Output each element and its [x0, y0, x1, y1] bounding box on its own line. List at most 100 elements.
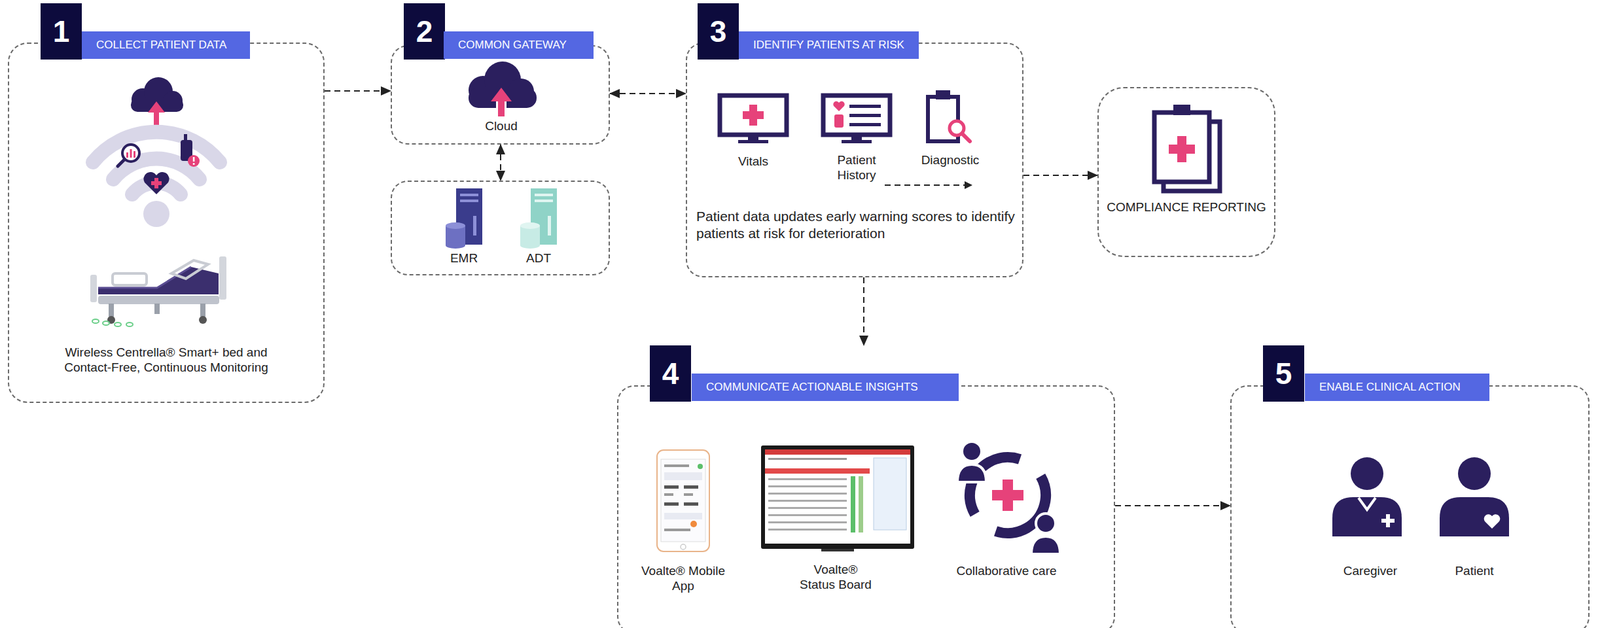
- adt-server: [520, 242, 540, 249]
- status-board: [768, 458, 847, 461]
- hospital-bed: [219, 256, 227, 300]
- node-label: ADT: [512, 251, 565, 267]
- hospital-bed: [112, 273, 147, 286]
- step-box: 4COMMUNICATE ACTIONABLE INSIGHTSVoalte® …: [617, 385, 1116, 628]
- vitals-monitor: [742, 111, 764, 120]
- caregiver-icon: [1332, 497, 1402, 537]
- cloud-arrow: [490, 87, 512, 118]
- mobile-phone: [690, 520, 697, 528]
- node-label: COMPLIANCE REPORTING: [1102, 200, 1271, 216]
- hospital-bed: [154, 303, 160, 315]
- diagnostic-clipboard: [961, 133, 970, 142]
- hospital-bed: [92, 319, 99, 324]
- compliance-clipboards: [1154, 104, 1220, 192]
- emr-server: [445, 222, 466, 230]
- status-board: [821, 549, 854, 552]
- node-label: Patient: [1438, 564, 1511, 580]
- status-board: [858, 476, 864, 533]
- status-board: [768, 528, 847, 531]
- status-board: [768, 492, 847, 495]
- compliance-clipboards: [1168, 144, 1195, 154]
- status-board: [850, 476, 856, 533]
- upload-arrow: [147, 101, 165, 113]
- mobile-phone: [664, 485, 679, 489]
- node-label: Voalte® Status Board: [795, 562, 877, 593]
- sensor-alert-icon: [180, 134, 200, 167]
- hospital-bed: [90, 274, 97, 303]
- history-monitor: [841, 140, 872, 144]
- hospital-bed: [200, 303, 206, 317]
- wifi-dot: [143, 200, 170, 228]
- flow-arrow: [964, 181, 973, 190]
- mobile-phone: [697, 463, 703, 470]
- compliance-clipboards: [1173, 104, 1191, 116]
- sensor-alert-icon: [183, 134, 188, 142]
- node-label: Patient History: [825, 153, 889, 184]
- mobile-phone: [664, 513, 703, 520]
- step-number: 5: [1262, 345, 1305, 402]
- node-label: Collaborative care: [941, 564, 1072, 580]
- patient-icon: [1457, 457, 1491, 491]
- step-number: 4: [649, 345, 692, 402]
- history-monitor: [849, 104, 881, 108]
- collaborative-care-icon: [1031, 536, 1061, 555]
- hospital-bed: [98, 266, 219, 295]
- mobile-phone: [664, 464, 690, 468]
- connector-arrow: [324, 90, 391, 92]
- connector-arrow: [1023, 174, 1098, 177]
- status-board: [761, 445, 915, 552]
- collaborative-care-icon: [956, 441, 1061, 555]
- status-board: [873, 458, 907, 531]
- connector-arrow: [609, 92, 686, 95]
- mobile-phone: [683, 493, 694, 497]
- node-label: Caregiver: [1327, 564, 1413, 580]
- diagnostic-clipboard: [927, 90, 970, 142]
- caregiver-icon: [1358, 497, 1376, 510]
- status-board: [768, 478, 847, 481]
- hospital-bed: [108, 303, 114, 317]
- step-heading: COMMUNICATE ACTIONABLE INSIGHTS: [691, 373, 959, 402]
- emr-server: [445, 188, 483, 249]
- sensor-alert-icon: [187, 155, 200, 167]
- mobile-phone: [683, 502, 699, 506]
- status-board: [761, 445, 915, 550]
- connector-arrow: [499, 144, 502, 181]
- step-heading: IDENTIFY PATIENTS AT RISK: [738, 31, 919, 59]
- step-heading: COLLECT PATIENT DATA: [81, 31, 250, 59]
- step-box: 1COLLECT PATIENT DATAWireless Centrella®…: [7, 42, 325, 404]
- step-box: 3IDENTIFY PATIENTS AT RISKVitalsPatient …: [685, 42, 1024, 278]
- analytics-icon: [133, 151, 136, 158]
- status-board: [764, 468, 870, 474]
- upload-cloud-icon: [130, 98, 184, 112]
- hospital-bed: [171, 260, 209, 279]
- heart-icon: [151, 181, 162, 186]
- step-number: 3: [697, 3, 739, 60]
- emr-server: [460, 199, 479, 203]
- node-label: Wireless Centrella® Smart+ bed and Conta…: [41, 345, 291, 376]
- flow-arrow: [884, 181, 973, 190]
- collaborative-care-icon: [961, 441, 982, 462]
- adt-server: [534, 193, 553, 197]
- heart-icon: [143, 172, 169, 195]
- emr-server: [473, 215, 477, 236]
- analytics-icon: [126, 152, 129, 158]
- history-monitor: [823, 95, 890, 135]
- node-label: Cloud: [462, 119, 541, 135]
- emr-server: [460, 193, 479, 197]
- mobile-phone: [664, 502, 679, 506]
- node-description: Patient data updates early warning score…: [696, 208, 1016, 243]
- vitals-monitor: [719, 95, 787, 144]
- step-number: 2: [403, 3, 445, 60]
- status-board: [768, 499, 847, 502]
- wifi-signal: [92, 132, 220, 195]
- hospital-bed: [98, 295, 220, 305]
- caregiver-icon: [1381, 518, 1395, 523]
- compliance-clipboards: [1154, 112, 1210, 182]
- status-board: [764, 449, 911, 544]
- caregiver-icon: [1332, 457, 1402, 537]
- hospital-bed: [90, 256, 227, 327]
- adt-server: [520, 222, 540, 230]
- step-box: COMPLIANCE REPORTING: [1097, 87, 1276, 258]
